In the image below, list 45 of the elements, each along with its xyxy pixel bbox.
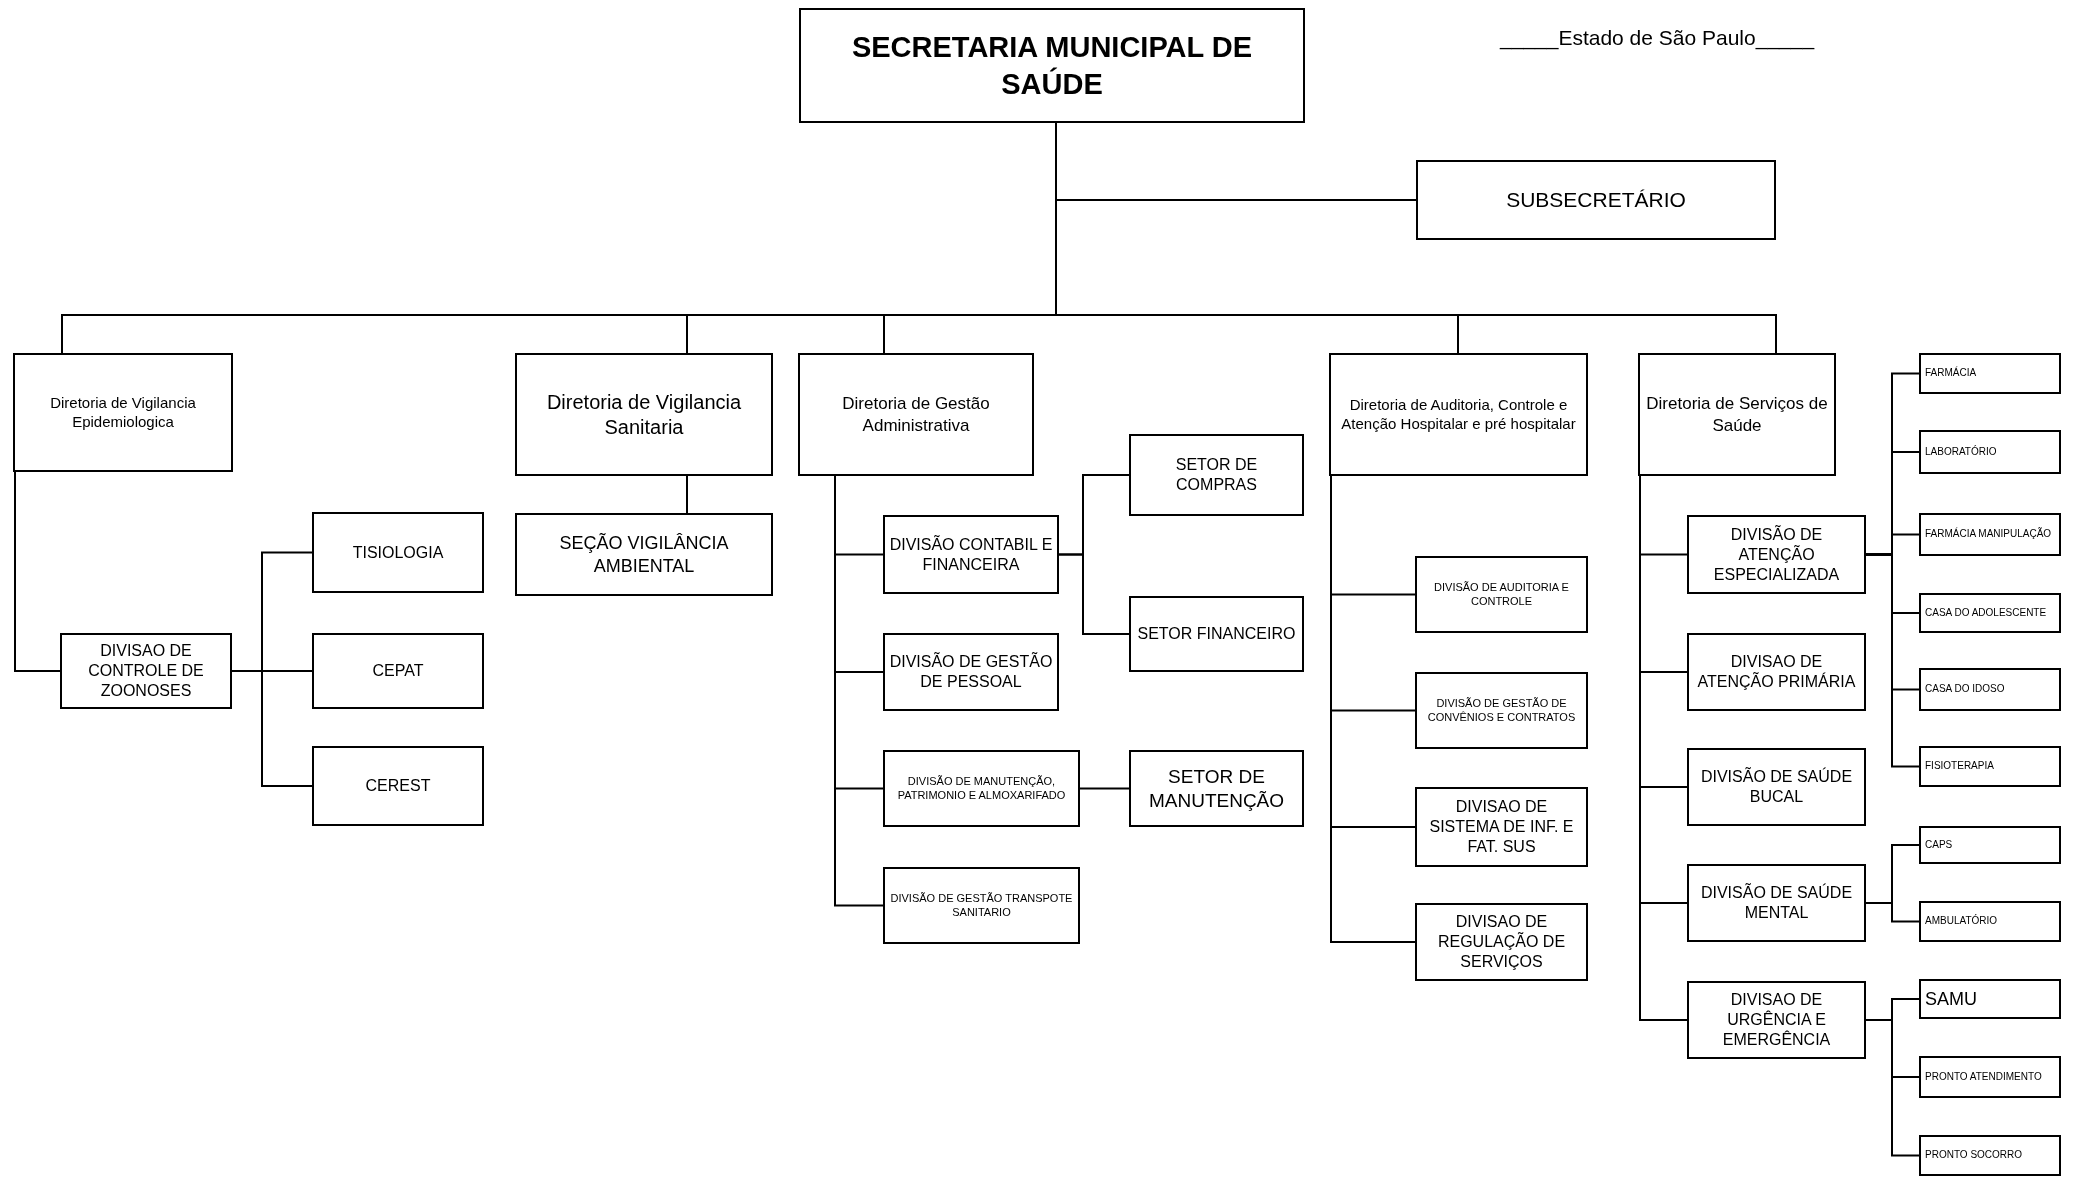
org-box: DIVISÃO DE AUDITORIA E CONTROLE [1415, 556, 1588, 633]
connector-line [1058, 553, 1130, 635]
org-box: FARMÁCIA MANIPULAÇÃO [1919, 513, 2061, 556]
org-box: TISIOLOGIA [312, 512, 484, 593]
org-box: DIVISÃO DE GESTÃO DE CONVÊNIOS E CONTRATOS [1415, 672, 1588, 749]
org-box: Diretoria de Vigilancia Epidemiologica [13, 353, 233, 472]
org-box: SECRETARIA MUNICIPAL DE SAÚDE [799, 8, 1305, 123]
org-box: PRONTO ATENDIMENTO [1919, 1056, 2061, 1098]
org-box: DIVISAO DE URGÊNCIA E EMERGÊNCIA [1687, 981, 1866, 1059]
org-box: Diretoria de Gestão Administrativa [798, 353, 1034, 476]
org-box: Diretoria de Auditoria, Controle e Atenção Hospitalar e pré hospitalar [1329, 353, 1588, 476]
org-box: DIVISÃO CONTABIL E FINANCEIRA [883, 515, 1059, 594]
org-box: Diretoria de Vigilancia Sanitaria [515, 353, 773, 476]
org-box: DIVISÃO DE GESTÃO DE PESSOAL [883, 633, 1059, 711]
org-box: DIVISAO DE REGULAÇÃO DE SERVIÇOS [1415, 903, 1588, 981]
org-box: PRONTO SOCORRO [1919, 1135, 2061, 1176]
connector-line [14, 471, 61, 672]
org-box: FISIOTERAPIA [1919, 746, 2061, 787]
org-box: SUBSECRETÁRIO [1416, 160, 1776, 240]
org-box: DIVISÃO DE MANUTENÇÃO, PATRIMONIO E ALMOXARIFADO [883, 750, 1080, 827]
connector-line [686, 475, 688, 514]
org-box: CEREST [312, 746, 484, 826]
org-box: AMBULATÓRIO [1919, 901, 2061, 942]
connector-line [1079, 787, 1130, 790]
org-box: DIVISÃO DE ATENÇÃO ESPECIALIZADA [1687, 515, 1866, 594]
org-box: DIVISÃO DE GESTÃO TRANSPOTE SANITARIO [883, 867, 1080, 944]
org-box: DIVISAO DE ATENÇÃO PRIMÁRIA [1687, 633, 1866, 711]
org-box: DIVISAO DE SISTEMA DE INF. E FAT. SUS [1415, 787, 1588, 867]
org-box: SAMU [1919, 979, 2061, 1019]
org-box: CASA DO ADOLESCENTE [1919, 593, 2061, 633]
org-box: FARMÁCIA [1919, 353, 2061, 394]
org-box: CAPS [1919, 826, 2061, 864]
org-box: SEÇÃO VIGILÂNCIA AMBIENTAL [515, 513, 773, 596]
org-box: DIVISAO DE CONTROLE DE ZOONOSES [60, 633, 232, 709]
connector-line [231, 670, 313, 787]
org-box: CEPAT [312, 633, 484, 709]
org-box: SETOR DE COMPRAS [1129, 434, 1304, 516]
org-box: SETOR FINANCEIRO [1129, 596, 1304, 672]
org-box: Diretoria de Serviços de Saúde [1638, 353, 1836, 476]
org-box: DIVISÃO DE SAÚDE BUCAL [1687, 748, 1866, 826]
org-box: LABORATÓRIO [1919, 430, 2061, 474]
org-box: DIVISÃO DE SAÚDE MENTAL [1687, 864, 1866, 942]
org-box: CASA DO IDOSO [1919, 668, 2061, 711]
org-box: SETOR DE MANUTENÇÃO [1129, 750, 1304, 827]
state-label: _____Estado de São Paulo_____ [1500, 25, 1815, 52]
